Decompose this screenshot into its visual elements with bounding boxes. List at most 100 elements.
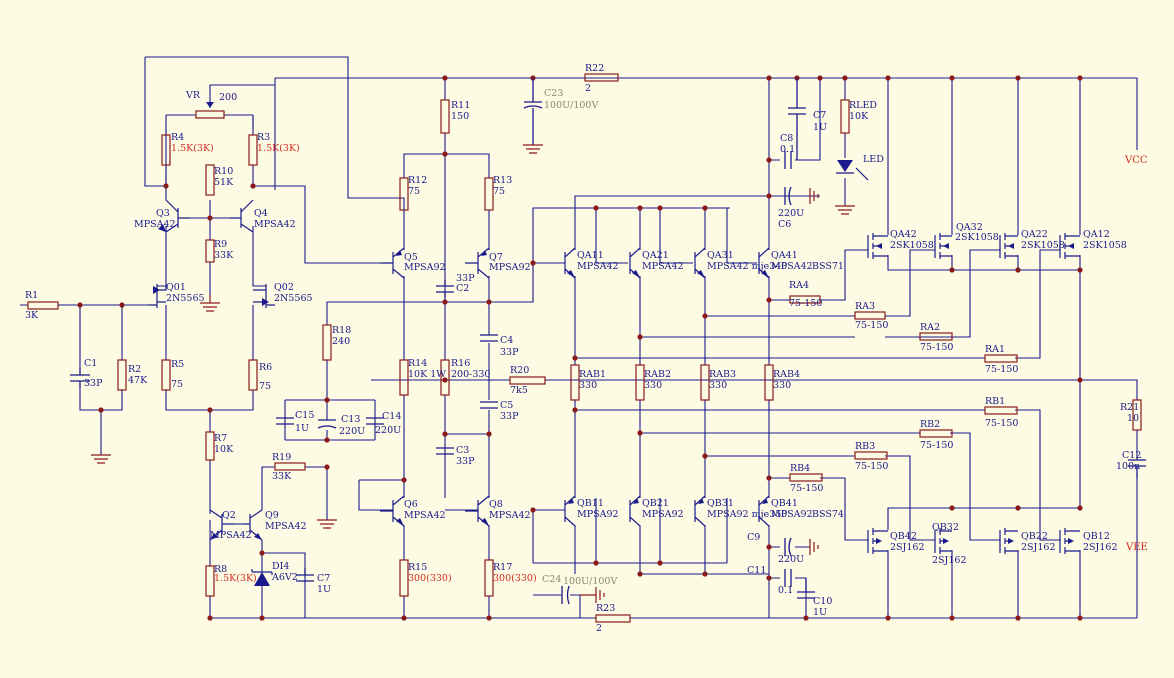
resistor-rab2	[635, 364, 645, 401]
capacitor-c8	[784, 151, 792, 169]
label-qa12-value: 2SK1058	[1083, 240, 1127, 251]
resistor-r7	[205, 431, 215, 461]
label-ra2-value: 75-150	[920, 342, 953, 353]
resistors	[27, 73, 1142, 623]
label-r23-ref: R23	[596, 603, 615, 614]
resistor-r15	[399, 559, 409, 597]
mosfet-qb22	[999, 528, 1018, 554]
grounds	[91, 144, 855, 603]
capacitor-c3	[436, 447, 454, 455]
resistor-r10	[205, 164, 215, 196]
label-q9-ref: Q9	[265, 510, 279, 521]
label-rb1-ref: RB1	[985, 396, 1005, 407]
label-qa22-ref: QA22	[1021, 229, 1048, 240]
resistor-rled	[840, 99, 850, 134]
label-vr-ref: VR	[185, 90, 201, 101]
capacitor-c11	[784, 569, 792, 587]
resistor-r3	[248, 134, 258, 166]
mosfet-qb12	[1059, 528, 1080, 554]
resistor-rab4	[764, 364, 774, 401]
resistor-rb1	[984, 406, 1018, 415]
label-qb12-ref: QB12	[1083, 531, 1110, 542]
label-rab4-value: 330	[773, 380, 791, 391]
label-q02-ref: Q02	[274, 282, 294, 293]
label-c23-ref: C23	[544, 88, 563, 99]
label-qa31-ref: QA31	[707, 250, 734, 261]
label-qa22-value: 2SK1058	[1021, 240, 1065, 251]
capacitor-c12	[1128, 459, 1146, 478]
label-c14-value: 220U	[375, 425, 401, 436]
label-c7b-ref: C7	[813, 110, 826, 121]
label-r7-value: 10K	[214, 444, 234, 455]
label-r22-ref: R22	[585, 63, 604, 74]
label-c2-ref: C2	[456, 283, 469, 294]
label-c14-ref: C14	[382, 411, 401, 422]
label-qb12-value: 2SJ162	[1083, 542, 1118, 553]
capacitor-c2	[436, 280, 454, 298]
label-c15-value: 1U	[295, 423, 309, 434]
label-qb41-value: MPSA92	[771, 509, 813, 520]
label-c7a-value: 1U	[317, 584, 331, 595]
resistor-r4	[161, 134, 171, 166]
junctions	[77, 75, 1083, 621]
label-di4-value: A6V2	[271, 572, 298, 583]
label-qa31-value: MPSA42 mje340	[707, 261, 787, 272]
transistor-qb31	[694, 495, 706, 527]
label-c6-ref: C6	[778, 219, 791, 230]
label-ra2-ref: RA2	[920, 322, 940, 333]
resistor-r9	[205, 239, 215, 263]
label-bss71: BSS71	[812, 261, 844, 272]
capacitor-c24	[561, 585, 570, 605]
label-r1-ref: R1	[25, 290, 38, 301]
label-r3-value: 1.5K(3K)	[257, 143, 300, 154]
label-r9-ref: R9	[214, 239, 227, 250]
label-r2-ref: R2	[128, 364, 141, 375]
label-q7-ref: Q7	[489, 252, 503, 263]
label-c23-value: 100U/100V	[544, 100, 598, 111]
label-ra1-ref: RA1	[985, 344, 1005, 355]
label-q5-value: MPSA92	[404, 262, 446, 273]
label-r18-ref: R18	[332, 325, 351, 336]
label-r14-value: 10K 1W	[408, 369, 446, 380]
label-r22-value: 2	[585, 83, 591, 94]
ground-icon	[317, 519, 337, 529]
capacitor-c23	[523, 78, 543, 145]
capacitor-c10	[797, 578, 815, 599]
label-qa32-value: 2SK1058	[955, 232, 999, 243]
label-rb4-ref: RB4	[790, 463, 810, 474]
resistor-r18	[322, 324, 332, 361]
capacitor-c7-low	[296, 568, 314, 582]
label-r5-value: 75	[171, 379, 183, 390]
label-c8-ref: C8	[780, 133, 793, 144]
label-qa42-ref: QA42	[890, 229, 917, 240]
jfet-q01	[148, 284, 167, 308]
label-q9-value: MPSA42	[265, 521, 307, 532]
label-r1-value: 3K	[25, 310, 39, 321]
ground-icon	[809, 188, 819, 204]
capacitor-c1	[70, 368, 90, 388]
label-led-ref: LED	[863, 154, 884, 165]
label-r20-ref: R20	[510, 365, 529, 376]
label-q01-value: 2N5565	[166, 293, 205, 304]
ground-icon	[91, 454, 111, 464]
label-q2-value: MPSA42	[210, 530, 252, 541]
label-rled-ref: RLED	[849, 100, 877, 111]
mosfet-qa32	[934, 233, 952, 259]
label-r13-ref: R13	[493, 175, 512, 186]
label-qb21-value: MPSA92	[642, 509, 684, 520]
label-c12-value: 100n	[1116, 461, 1140, 472]
label-qb21-ref: QB21	[642, 498, 669, 509]
resistor-r22	[584, 73, 619, 82]
resistor-r16	[440, 359, 450, 396]
label-rab3-ref: RAB3	[709, 369, 736, 380]
label-qb22-value: 2SJ162	[1021, 542, 1056, 553]
capacitor-c7-high	[788, 78, 806, 160]
label-qb32-ref: QB32	[932, 522, 959, 533]
resistor-r5	[161, 359, 171, 391]
capacitor-c13	[317, 419, 337, 429]
label-qb22-ref: QB22	[1021, 531, 1048, 542]
transistor-q6	[380, 495, 405, 527]
label-c12-ref: C12	[1122, 450, 1141, 461]
label-c5-value: 33P	[500, 411, 519, 422]
